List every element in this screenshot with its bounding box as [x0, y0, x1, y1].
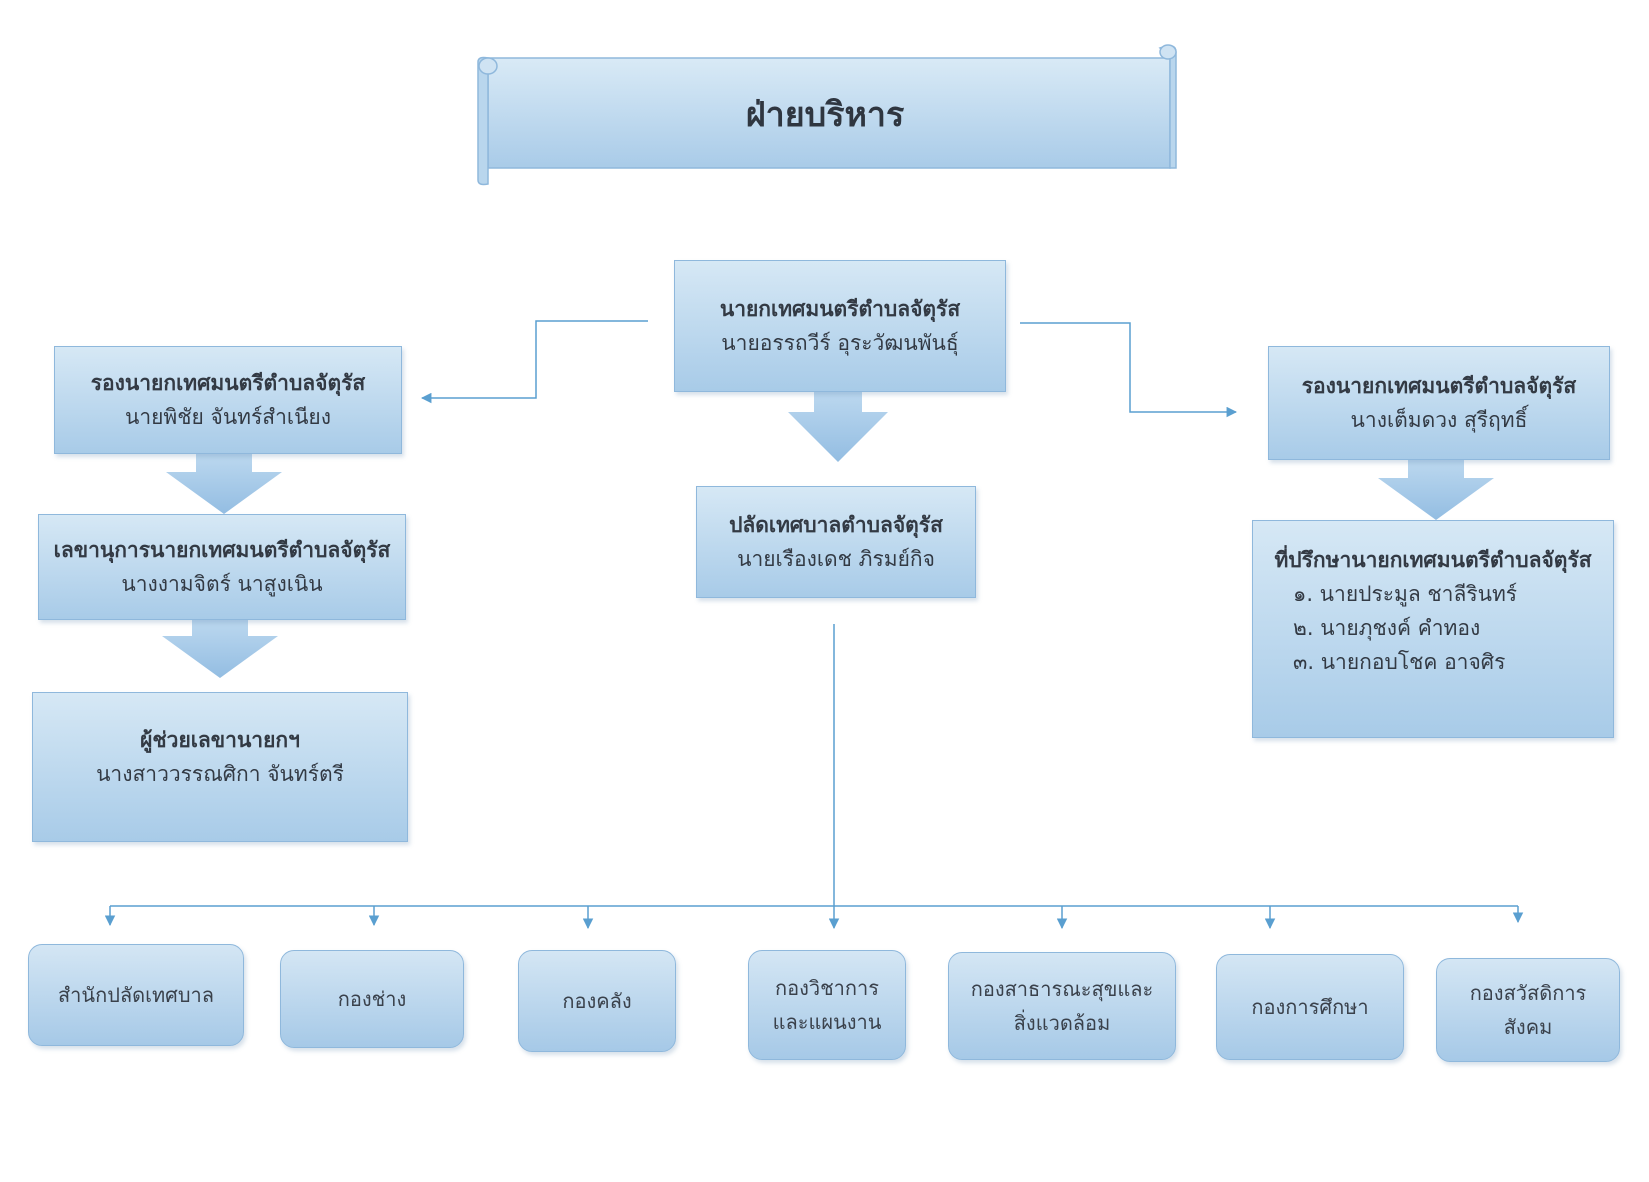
node-deputy-left-name: นายพิชัย จันทร์สำเนียง [124, 405, 331, 429]
node-deputy-left-role: รองนายกเทศมนตรีตำบลจัตุรัส [90, 371, 366, 395]
node-deputy-right-role: รองนายกเทศมนตรีตำบลจัตุรัส [1301, 374, 1577, 398]
node-advisors-role: ที่ปรึกษานายกเทศมนตรีตำบลจัตุรัส [1274, 548, 1592, 572]
connector-mayor-deputy-left [420, 320, 648, 404]
advisor-item: ๑. นายประมูล ชาลีรินทร์ [1293, 582, 1518, 606]
node-clerk-role: ปลัดเทศบาลตำบลจัตุรัส [729, 513, 943, 537]
dept-box-7: กองสวัสดิการสังคม [1436, 958, 1620, 1062]
block-arrow-deputy-secretary [166, 454, 282, 514]
block-arrow-deputy-advisors [1378, 460, 1494, 520]
dept-label: สำนักปลัดเทศบาล [57, 983, 215, 1007]
title-banner [477, 44, 1177, 186]
node-deputy-right: รองนายกเทศมนตรีตำบลจัตุรัส นางเต็มดวง สุ… [1268, 346, 1610, 460]
dept-box-4: กองวิชาการและแผนงาน [748, 950, 906, 1060]
dept-box-6: กองการศึกษา [1216, 954, 1404, 1060]
dept-label: กองวิชาการ [774, 976, 879, 1000]
block-arrow-mayor-clerk [788, 392, 888, 462]
node-clerk: ปลัดเทศบาลตำบลจัตุรัส นายเรืองเดช ภิรมย์… [696, 486, 976, 598]
dept-label: กองช่าง [337, 987, 407, 1011]
dept-label: กองคลัง [562, 989, 632, 1013]
node-secretary-role: เลขานุการนายกเทศมนตรีตำบลจัตุรัส [53, 538, 391, 562]
dept-box-5: กองสาธารณะสุขและสิ่งแวดล้อม [948, 952, 1176, 1060]
node-advisors: ที่ปรึกษานายกเทศมนตรีตำบลจัตุรัส ๑. นายป… [1252, 520, 1614, 738]
dept-label: กองสวัสดิการ [1469, 981, 1587, 1005]
node-assistant-name: นางสาววรรณศิกา จันทร์ตรี [96, 762, 344, 786]
node-deputy-left: รองนายกเทศมนตรีตำบลจัตุรัส นายพิชัย จันท… [54, 346, 402, 454]
page-title: ฝ่ายบริหาร [745, 95, 905, 135]
block-arrow-secretary-assistant [162, 620, 278, 678]
advisor-item: ๓. นายกอบโชค อาจศิร [1293, 650, 1506, 674]
dept-box-2: กองช่าง [280, 950, 464, 1048]
connector-mayor-deputy-right [1020, 322, 1238, 418]
dept-box-1: สำนักปลัดเทศบาล [28, 944, 244, 1046]
dept-label: กองสาธารณะสุขและ [970, 977, 1154, 1001]
node-secretary-name: นางงามจิตร์ นาสูงเนิน [121, 572, 323, 596]
dept-label: และแผนงาน [772, 1010, 882, 1034]
node-secretary: เลขานุการนายกเทศมนตรีตำบลจัตุรัส นางงามจ… [38, 514, 406, 620]
node-deputy-right-name: นางเต็มดวง สุรีฤทธิ์ [1350, 408, 1528, 432]
dept-box-3: กองคลัง [518, 950, 676, 1052]
node-mayor: นายกเทศมนตรีตำบลจัตุรัส นายอรรถวีร์ อุระ… [674, 260, 1006, 392]
node-mayor-name: นายอรรถวีร์ อุระวัฒนพันธุ์ [721, 331, 959, 355]
node-assistant: ผู้ช่วยเลขานายกฯ นางสาววรรณศิกา จันทร์ตร… [32, 692, 408, 842]
advisor-item: ๒. นายภุชงค์ คำทอง [1293, 616, 1481, 640]
dept-label: กองการศึกษา [1251, 995, 1369, 1019]
dept-label: สิ่งแวดล้อม [1013, 1011, 1111, 1035]
dept-label: สังคม [1503, 1015, 1553, 1039]
node-clerk-name: นายเรืองเดช ภิรมย์กิจ [737, 547, 935, 571]
node-mayor-role: นายกเทศมนตรีตำบลจัตุรัส [719, 297, 961, 321]
node-assistant-role: ผู้ช่วยเลขานายกฯ [140, 728, 300, 752]
